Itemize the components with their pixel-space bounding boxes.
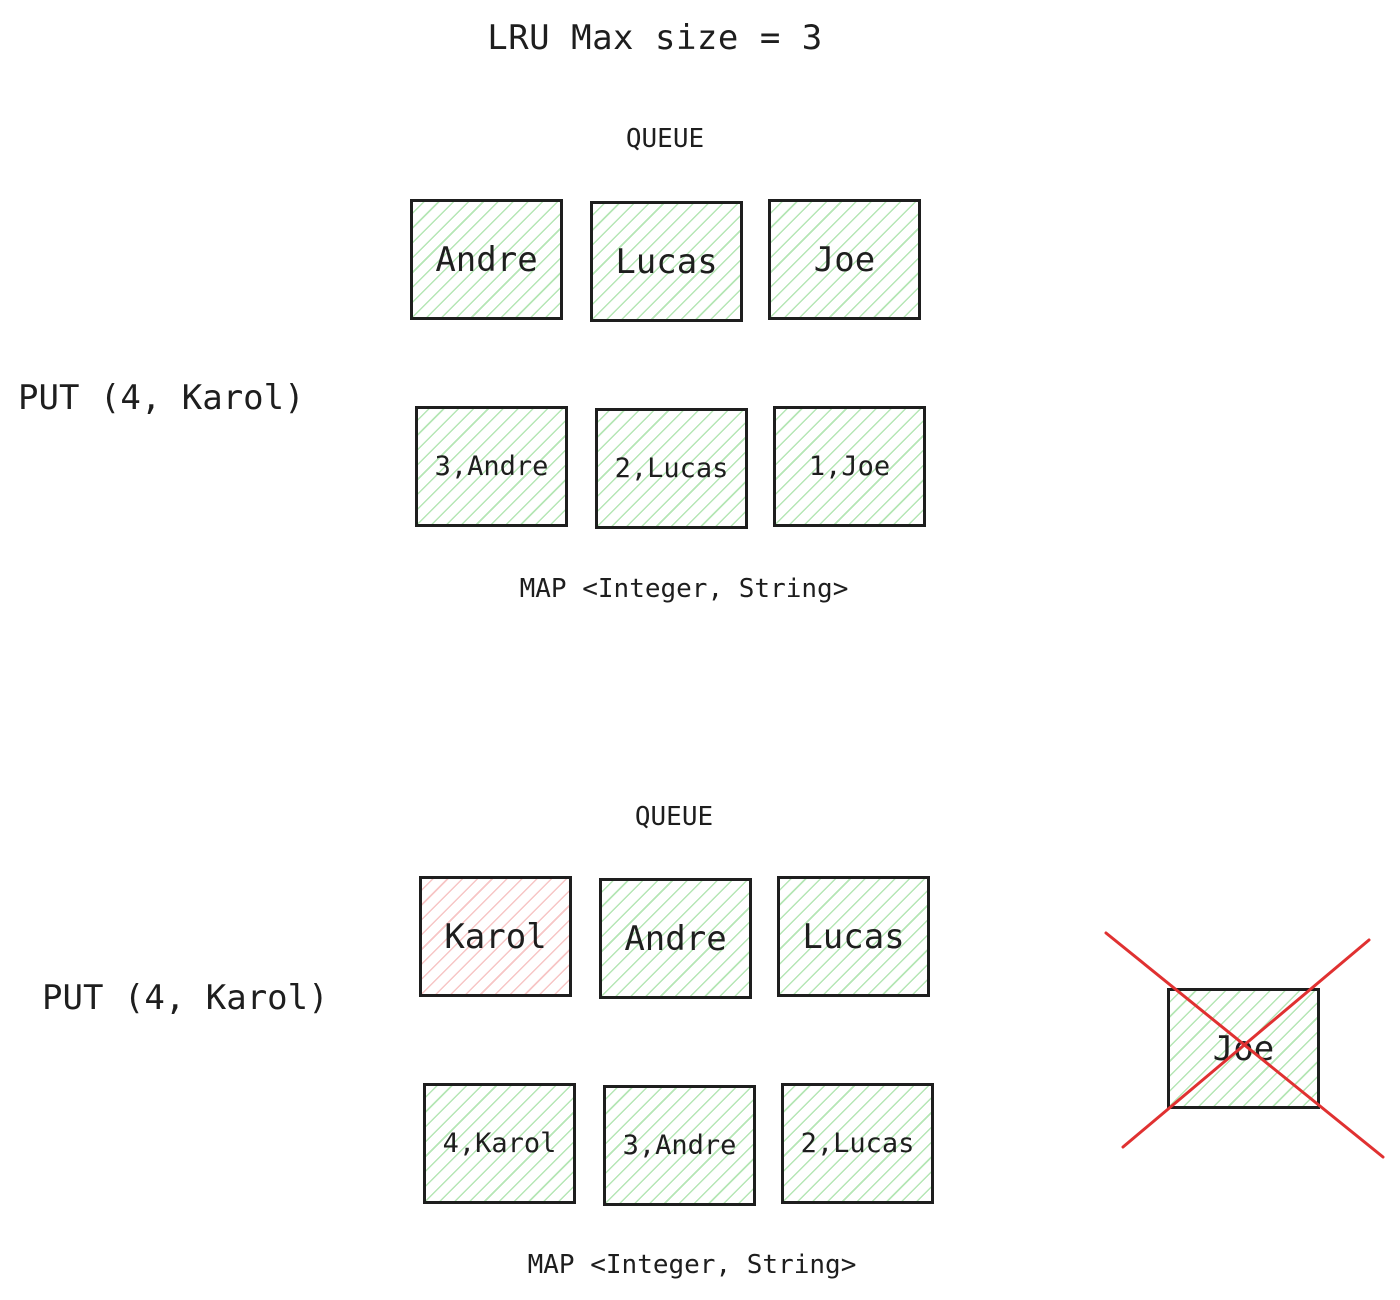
map-label-before: MAP <Integer, String> <box>519 574 849 604</box>
queue-node-karol-new: Karol <box>419 876 572 997</box>
queue-node-label: Joe <box>813 239 876 280</box>
map-entry-label: 2,Lucas <box>614 453 729 484</box>
map-entry-label: 3,Andre <box>434 451 549 482</box>
put-operation-label-after: PUT (4, Karol) <box>42 978 329 1018</box>
queue-node-andre: Andre <box>410 199 563 320</box>
map-label-after: MAP <Integer, String> <box>527 1250 857 1280</box>
map-entry-2-lucas: 2,Lucas <box>595 408 748 529</box>
queue-node-lucas: Lucas <box>590 201 743 322</box>
map-entry-label: 1,Joe <box>808 451 891 482</box>
diagram-title: LRU Max size = 3 <box>487 18 823 58</box>
queue-node-label: Andre <box>624 918 727 959</box>
map-entry-4-karol: 4,Karol <box>423 1083 576 1204</box>
queue-node-label: Lucas <box>802 916 905 957</box>
queue-node-andre: Andre <box>599 878 752 999</box>
map-entry-label: 4,Karol <box>442 1128 557 1159</box>
queue-node-joe: Joe <box>768 199 921 320</box>
queue-node-label: Karol <box>444 916 547 957</box>
queue-node-label: Lucas <box>615 241 718 282</box>
map-entry-1-joe: 1,Joe <box>773 406 926 527</box>
evicted-node-joe: Joe <box>1167 988 1320 1109</box>
evicted-node-label: Joe <box>1212 1028 1275 1069</box>
map-entry-3-andre: 3,Andre <box>415 406 568 527</box>
map-entry-2-lucas: 2,Lucas <box>781 1083 934 1204</box>
map-entry-label: 3,Andre <box>622 1130 737 1161</box>
queue-label-before: QUEUE <box>625 124 705 154</box>
map-entry-3-andre: 3,Andre <box>603 1085 756 1206</box>
queue-node-label: Andre <box>435 239 538 280</box>
map-entry-label: 2,Lucas <box>800 1128 915 1159</box>
queue-label-after: QUEUE <box>634 802 714 832</box>
put-operation-label-before: PUT (4, Karol) <box>18 378 305 418</box>
queue-node-lucas: Lucas <box>777 876 930 997</box>
